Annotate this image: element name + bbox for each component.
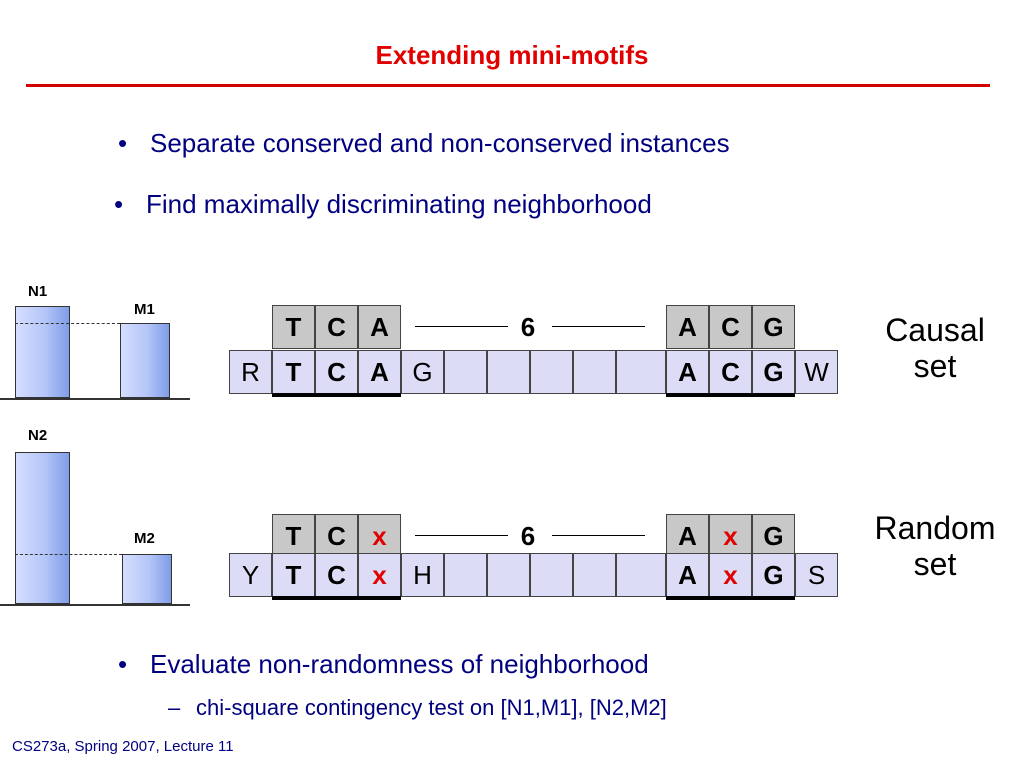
sequence-cell: R [229, 350, 272, 394]
motif-cell: C [315, 514, 358, 558]
slide-footer: CS273a, Spring 2007, Lecture 11 [12, 738, 234, 755]
motif-cell: A [666, 305, 709, 349]
sequence-cell: A [666, 553, 709, 597]
sequence-cell: C [315, 553, 358, 597]
bullet-marker: • [114, 189, 124, 219]
sub-bullet-1: –chi-square contingency test on [N1,M1],… [168, 695, 667, 721]
bullet-text: Evaluate non-randomness of neighborhood [150, 649, 649, 679]
sub-bullet-marker: – [168, 695, 181, 720]
bullet-2: • Find maximally discriminating neighborh… [114, 189, 652, 220]
bar-dash-line [15, 554, 122, 555]
sequence-cell-wildcard: x [358, 553, 401, 597]
sequence-cell-wildcard: x [709, 553, 752, 597]
gap-length: 6 [520, 312, 536, 342]
sequence-cell: G [401, 350, 444, 394]
bar-label-n1: N1 [28, 283, 48, 300]
bullet-marker: • [118, 649, 128, 679]
sequence-cell: Y [229, 553, 272, 597]
sequence-cell: W [795, 350, 838, 394]
motif-cell: A [358, 305, 401, 349]
match-underline [666, 596, 795, 600]
motif-cell: G [752, 514, 795, 558]
match-underline [272, 393, 401, 397]
bar-axis [0, 398, 190, 400]
bullet-3: • Evaluate non-randomness of neighborhood [118, 649, 649, 680]
sequence-cell: G [752, 350, 795, 394]
sequence-cell [573, 350, 616, 394]
set-label-line: set [913, 546, 957, 582]
bar-label-m1: M1 [134, 301, 155, 318]
sequence-cell [530, 350, 573, 394]
bar-n1 [15, 306, 70, 398]
motif-cell: G [752, 305, 795, 349]
sequence-cell [487, 553, 530, 597]
sub-bullet-text: chi-square contingency test on [N1,M1], … [196, 695, 667, 720]
motif-cell: T [272, 514, 315, 558]
sequence-cell [573, 553, 616, 597]
motif-cell-wildcard: x [709, 514, 752, 558]
gap-length: 6 [520, 521, 536, 551]
bar-m1 [120, 323, 170, 398]
sequence-cell [444, 350, 487, 394]
sequence-cell: A [358, 350, 401, 394]
bar-label-m2: M2 [134, 530, 155, 547]
motif-cell: A [666, 514, 709, 558]
bar-m2 [122, 554, 172, 604]
bullet-text: Find maximally discriminating neighborho… [146, 189, 652, 219]
slide-title: Extending mini-motifs [375, 40, 649, 70]
bullet-marker: • [118, 128, 128, 158]
sequence-cell: A [666, 350, 709, 394]
motif-cell: T [272, 305, 315, 349]
bar-label-n2: N2 [28, 427, 48, 444]
motif-cell: C [315, 305, 358, 349]
sequence-cell [616, 350, 666, 394]
bullet-1: • Separate conserved and non-conserved in… [118, 128, 730, 159]
sequence-cell: S [795, 553, 838, 597]
sequence-cell [444, 553, 487, 597]
set-label-line: set [913, 348, 957, 384]
random-set-label: Random set [860, 510, 1010, 582]
sequence-cell: T [272, 553, 315, 597]
gap-line [552, 535, 645, 536]
bar-axis [0, 604, 190, 606]
gap-line [415, 326, 508, 327]
set-label-line: Causal [885, 312, 985, 348]
sequence-cell [487, 350, 530, 394]
bar-dash-line [15, 323, 120, 324]
gap-line [415, 535, 508, 536]
sequence-cell: T [272, 350, 315, 394]
set-label-line: Random [874, 510, 996, 546]
motif-cell-wildcard: x [358, 514, 401, 558]
match-underline [272, 596, 401, 600]
gap-line [552, 326, 645, 327]
sequence-cell: C [315, 350, 358, 394]
bar-n2 [15, 452, 70, 604]
match-underline [666, 393, 795, 397]
sequence-cell: G [752, 553, 795, 597]
sequence-cell [530, 553, 573, 597]
bullet-text: Separate conserved and non-conserved ins… [150, 128, 730, 158]
title-rule [26, 84, 990, 87]
motif-cell: C [709, 305, 752, 349]
sequence-cell: H [401, 553, 444, 597]
sequence-cell [616, 553, 666, 597]
causal-set-label: Causal set [860, 312, 1010, 384]
sequence-cell: C [709, 350, 752, 394]
